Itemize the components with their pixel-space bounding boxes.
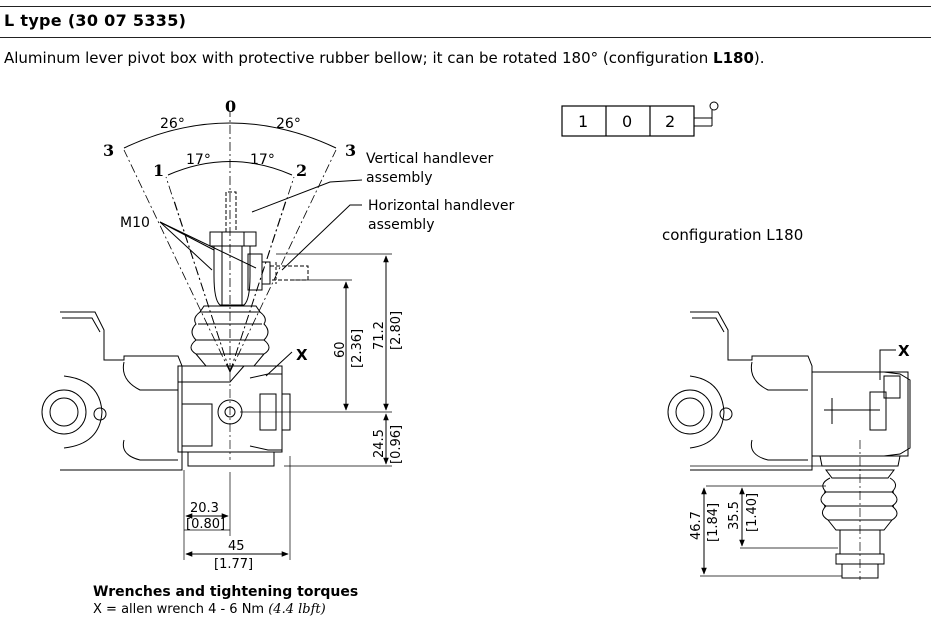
position-0: 0 [225, 97, 236, 116]
wrenches-line: X = allen wrench 4 - 6 Nm (4.4 lbft) [93, 602, 326, 617]
dim-20: 20.3 [190, 501, 219, 516]
vertical-handlever-label-2: assembly [366, 170, 432, 186]
angle-26-right: 26° [276, 116, 301, 132]
title-bar: L type (30 07 5335) [0, 6, 931, 38]
dim-35: 35.5 [727, 501, 742, 530]
wrenches-text: X = allen wrench 4 - 6 Nm [93, 602, 269, 617]
position-box: 1 0 2 [561, 101, 719, 137]
description-text: Aluminum lever pivot box with protective… [4, 49, 714, 67]
angle-17-left: 17° [186, 152, 211, 168]
thread-label: M10 [120, 215, 150, 231]
dim-45: 45 [228, 539, 245, 554]
position-box-cell-1: 1 [578, 112, 588, 131]
page-title: L type (30 07 5335) [4, 11, 187, 30]
dim-20-in: [0.80] [186, 517, 225, 532]
swing-lines [123, 112, 337, 373]
angle-26-left: 26° [160, 116, 185, 132]
x-label-right: X [898, 342, 910, 360]
configuration-label: configuration L180 [662, 226, 804, 244]
description-config: L180 [713, 49, 754, 67]
wrenches-imperial: (4.4 lbft) [268, 602, 326, 617]
position-1: 1 [153, 161, 164, 180]
dim-45-in: [1.77] [214, 557, 253, 572]
dim-46-in: [1.84] [706, 503, 721, 542]
dim-71-in: [2.80] [389, 311, 404, 350]
horizontal-handlever-label-2: assembly [368, 217, 434, 233]
dim-24: 24.5 [372, 429, 387, 458]
dim-24-in: [0.96] [389, 425, 404, 464]
dim-60-in: [2.36] [350, 329, 365, 368]
position-box-cell-0: 0 [622, 112, 632, 131]
horizontal-handlever-label: Horizontal handlever [368, 198, 515, 214]
vertical-handlever-label: Vertical handlever [366, 151, 493, 167]
description-end: ). [753, 49, 765, 67]
left-drawing [41, 112, 392, 560]
position-2: 2 [296, 161, 307, 180]
dim-71: 71.2 [372, 321, 387, 350]
dim-35-in: [1.40] [745, 493, 760, 532]
dim-46: 46.7 [689, 511, 704, 540]
right-drawing [667, 311, 911, 580]
angle-17-right: 17° [250, 152, 275, 168]
dim-60: 60 [333, 341, 348, 358]
position-3-right: 3 [345, 141, 356, 160]
position-3-left: 3 [103, 141, 114, 160]
x-label-left: X [296, 346, 308, 364]
description: Aluminum lever pivot box with protective… [4, 49, 765, 67]
position-box-cell-2: 2 [665, 112, 675, 131]
wrenches-title: Wrenches and tightening torques [93, 584, 359, 600]
